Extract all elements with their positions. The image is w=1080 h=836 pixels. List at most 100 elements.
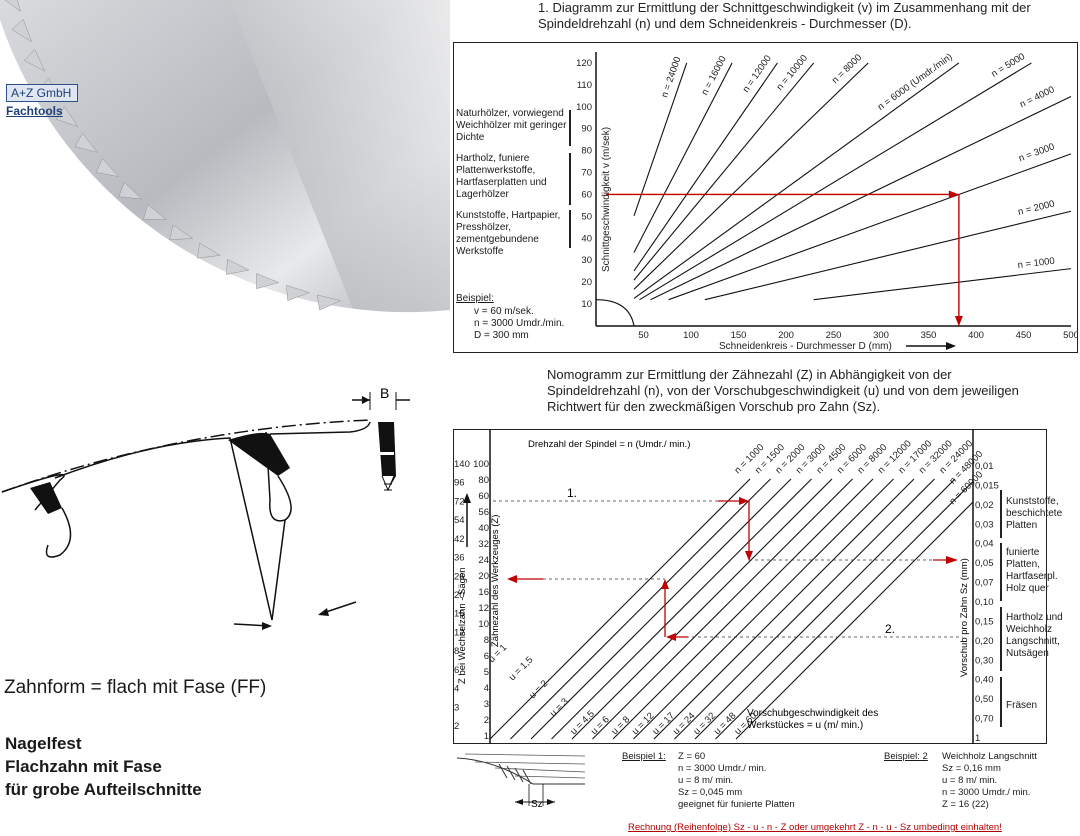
u-line-label: u = 3 xyxy=(548,696,571,719)
rpm-line xyxy=(633,62,688,216)
y-tick-label: 80 xyxy=(581,146,592,157)
y-tick-label: 20 xyxy=(581,277,592,288)
nomogram-line xyxy=(715,481,974,740)
right-axis-label: Vorschub pro Zahn Sz (mm) xyxy=(959,558,970,677)
x-tick-label: 400 xyxy=(968,330,984,341)
sz-group-2: funierte Platten, Hartfaserpl. Holz quer xyxy=(1006,547,1058,594)
rpm-line xyxy=(639,62,1032,301)
x-tick-label: 500 xyxy=(1063,330,1078,341)
left-tick-label: 36 xyxy=(454,553,465,564)
rpm-line xyxy=(633,62,733,253)
sz-tick-label: 0,07 xyxy=(975,578,994,589)
left-tick-label: 54 xyxy=(454,515,465,526)
example1-line: n = 3000 Umdr./min. xyxy=(474,318,565,329)
company-logo[interactable]: A+Z GmbH Fachtools xyxy=(6,84,88,118)
example1-line: v = 60 m/sek. xyxy=(474,306,534,317)
left-tick-label: 6 xyxy=(454,665,459,676)
sawing-illustration: Sz xyxy=(456,753,586,810)
z-tick-label: 1 xyxy=(484,731,489,742)
rpm-line-label: n = 10000 xyxy=(774,53,810,93)
blade-edge xyxy=(269,421,371,435)
y-tick-label: 40 xyxy=(581,233,592,244)
u-line-label: u = 32 xyxy=(691,710,718,737)
sz-tick-label: 0,40 xyxy=(975,675,994,686)
sz-tick-label: 0,20 xyxy=(975,636,994,647)
material-bracket-2 xyxy=(569,153,571,205)
u-line-label: u = 48 xyxy=(712,710,739,737)
x-tick-label: 50 xyxy=(638,330,649,341)
nomogram-line xyxy=(489,478,751,740)
example1-title: Beispiel: xyxy=(456,293,494,304)
example2-title: Beispiel: 2 xyxy=(884,751,928,762)
tooth-face xyxy=(271,519,286,621)
step-2-label: 2. xyxy=(885,622,895,636)
u-line-label: u = 24 xyxy=(671,710,698,737)
step-1-label: 1. xyxy=(567,486,577,500)
sz-label: Sz xyxy=(531,799,543,810)
x-tick-label: 450 xyxy=(1016,330,1032,341)
diagram1-frame xyxy=(453,42,1078,353)
z-tick-label: 10 xyxy=(478,619,489,630)
left-tick-label: 12 xyxy=(454,627,465,638)
sz-tick-label: 0,05 xyxy=(975,558,994,569)
diagram2-title: Nomogramm zur Ermittlung der Zähnezahl (… xyxy=(547,367,1019,414)
u-line-label: u = 12 xyxy=(630,710,657,737)
example2-line: u = 8 m/ min. xyxy=(942,775,998,786)
rpm-line xyxy=(650,95,1072,301)
arrow-head xyxy=(262,622,272,630)
tooth-left xyxy=(1,473,65,511)
left-tick-label: 2 xyxy=(454,721,459,732)
sz-group-3: Hartholz und Weichholz Langschnitt, Nuts… xyxy=(1006,612,1063,659)
nomogram-line xyxy=(633,478,894,740)
nomogram-line xyxy=(510,478,771,740)
spindle-speed-label: Drehzahl der Spindel = n (Umdr./ min.) xyxy=(528,439,690,450)
y-tick-label: 10 xyxy=(581,299,592,310)
feature-flachzahn: Flachzahn mit Fase xyxy=(5,757,162,776)
logo-line2: Fachtools xyxy=(6,104,63,118)
z-tick-label: 5 xyxy=(484,667,489,678)
y-tick-label: 90 xyxy=(581,124,592,135)
nomogram-line xyxy=(571,478,833,740)
x-tick-label: 200 xyxy=(778,330,794,341)
calculation-order-note: Rechnung (Reihenfolge) Sz - u - n - Z od… xyxy=(628,822,1002,833)
y-tick-label: 120 xyxy=(576,58,592,69)
z-tick-label: 40 xyxy=(478,523,489,534)
example2-line: Sz = 0,16 mm xyxy=(942,763,1001,774)
sz-tick-label: 0,03 xyxy=(975,519,994,530)
feature-aufteilschnitte: für grobe Aufteilschnitte xyxy=(5,780,202,799)
example1-line: Sz = 0,045 mm xyxy=(678,787,743,798)
z-tick-label: 80 xyxy=(478,475,489,486)
material-group-2: Hartholz, funiere Plattenwerkstoffe, Har… xyxy=(456,153,547,200)
sz-tick-label: 0,02 xyxy=(975,500,994,511)
saw-blade-photo xyxy=(0,0,450,352)
tip-circle-line xyxy=(1,419,371,493)
z-tick-label: 56 xyxy=(478,507,489,518)
x-axis-label: Schneidenkreis - Durchmesser D (mm) xyxy=(719,341,892,352)
example1-line: geeignet für funierte Platten xyxy=(678,799,795,810)
rpm-line-label: n = 6000 (Umdr./min) xyxy=(876,51,955,112)
rpm-line-label: n = 24000 xyxy=(659,55,683,99)
y-tick-label: 110 xyxy=(577,80,592,91)
gullet-hook xyxy=(45,507,72,558)
sz-tick-label: 0,50 xyxy=(975,694,994,705)
z-tick-label: 24 xyxy=(478,555,489,566)
sz-tick-label: 0,70 xyxy=(975,714,994,725)
diagram1-title: 1. Diagramm zur Ermittlung der Schnittge… xyxy=(538,0,1031,31)
left-tick-label: 96 xyxy=(454,478,465,489)
z-tick-label: 32 xyxy=(478,539,489,550)
x-tick-label: 250 xyxy=(826,330,842,341)
sz-group-4: Fräsen xyxy=(1006,700,1038,711)
nomogram-line xyxy=(530,478,792,740)
material-group-3: Kunststoffe, Hartpapier, Presshölzer, ze… xyxy=(456,210,561,257)
rpm-line xyxy=(633,62,815,281)
x-tick-label: 150 xyxy=(731,330,747,341)
nomogram-line xyxy=(674,478,935,740)
rpm-line-label: n = 2000 xyxy=(1017,198,1056,217)
example1-line: D = 300 mm xyxy=(474,330,529,341)
left-tick-label: 42 xyxy=(454,534,465,545)
example2-line: Z = 16 (22) xyxy=(942,799,989,810)
rpm-line-label: n = 8000 xyxy=(830,52,864,86)
example2-line: Weichholz Langschnitt xyxy=(942,751,1037,762)
y-axis-label: Schnittgeschwindigkeit v (m/sek) xyxy=(601,127,612,272)
